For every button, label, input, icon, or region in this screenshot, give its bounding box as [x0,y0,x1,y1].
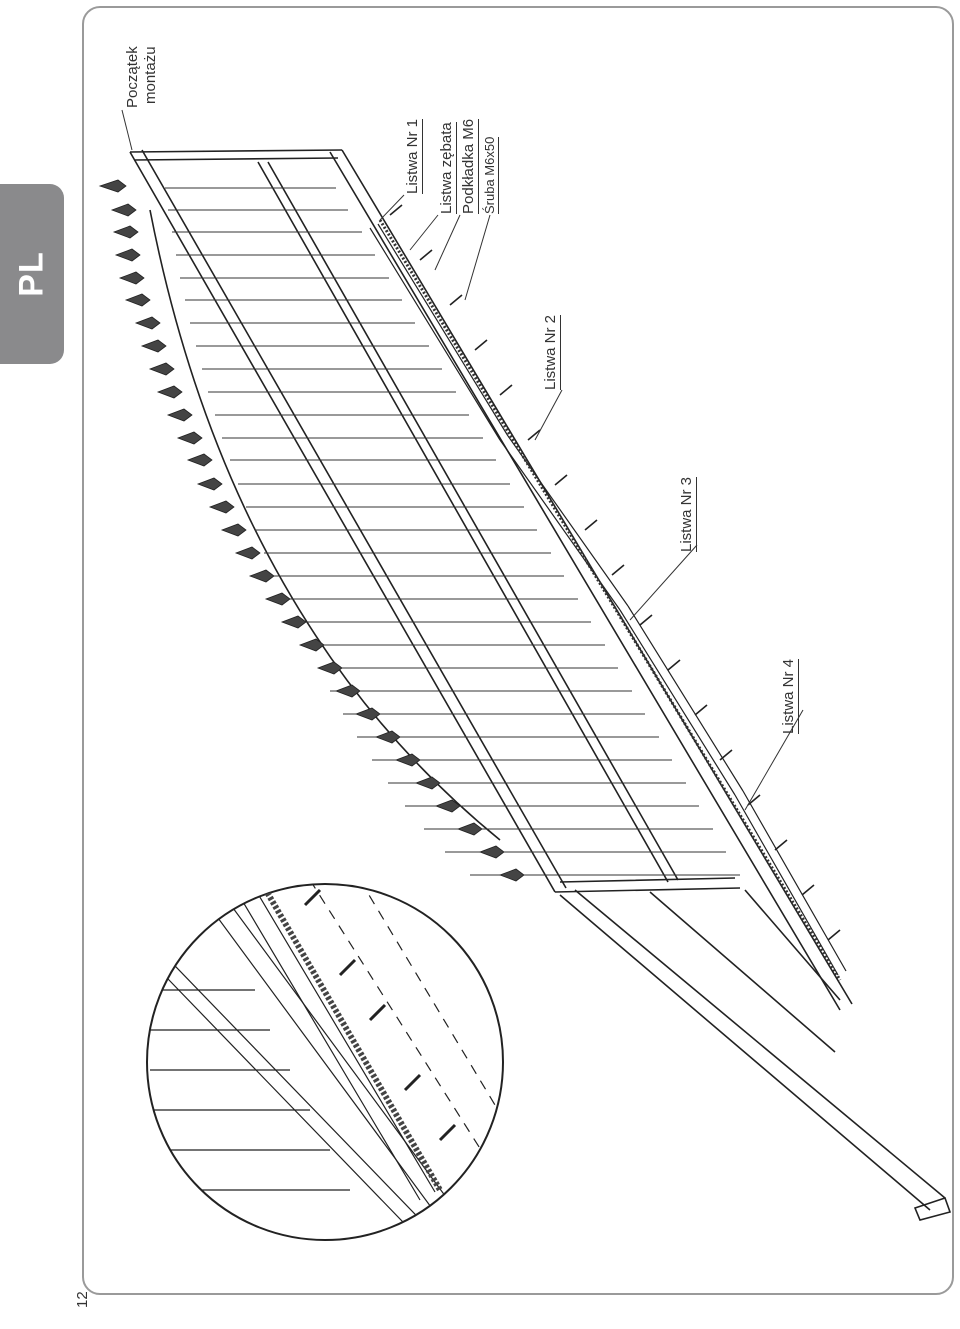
leader-lines [121,109,804,811]
label-strip-3: Listwa Nr 3 [678,476,697,552]
gear-racks [369,219,847,981]
screw-icons [389,204,841,941]
label-strip-2: Listwa Nr 2 [542,314,561,390]
gate-bars [165,187,740,876]
label-screw: Śruba M6x50 [482,136,499,214]
finial-icons [98,179,525,882]
label-strip-4: Listwa Nr 4 [780,658,799,734]
label-strip-1: Listwa Nr 1 [404,118,423,194]
page-frame [82,6,954,1295]
label-start: Początek [124,46,141,108]
detail-magnifier [146,883,504,1241]
gate-frame [129,149,952,1221]
label-start-2: montażu [142,46,159,104]
label-washer: Podkładka M6 [460,118,479,214]
label-gear-rack: Listwa zębata [438,122,457,214]
language-tab: PL [0,184,64,364]
